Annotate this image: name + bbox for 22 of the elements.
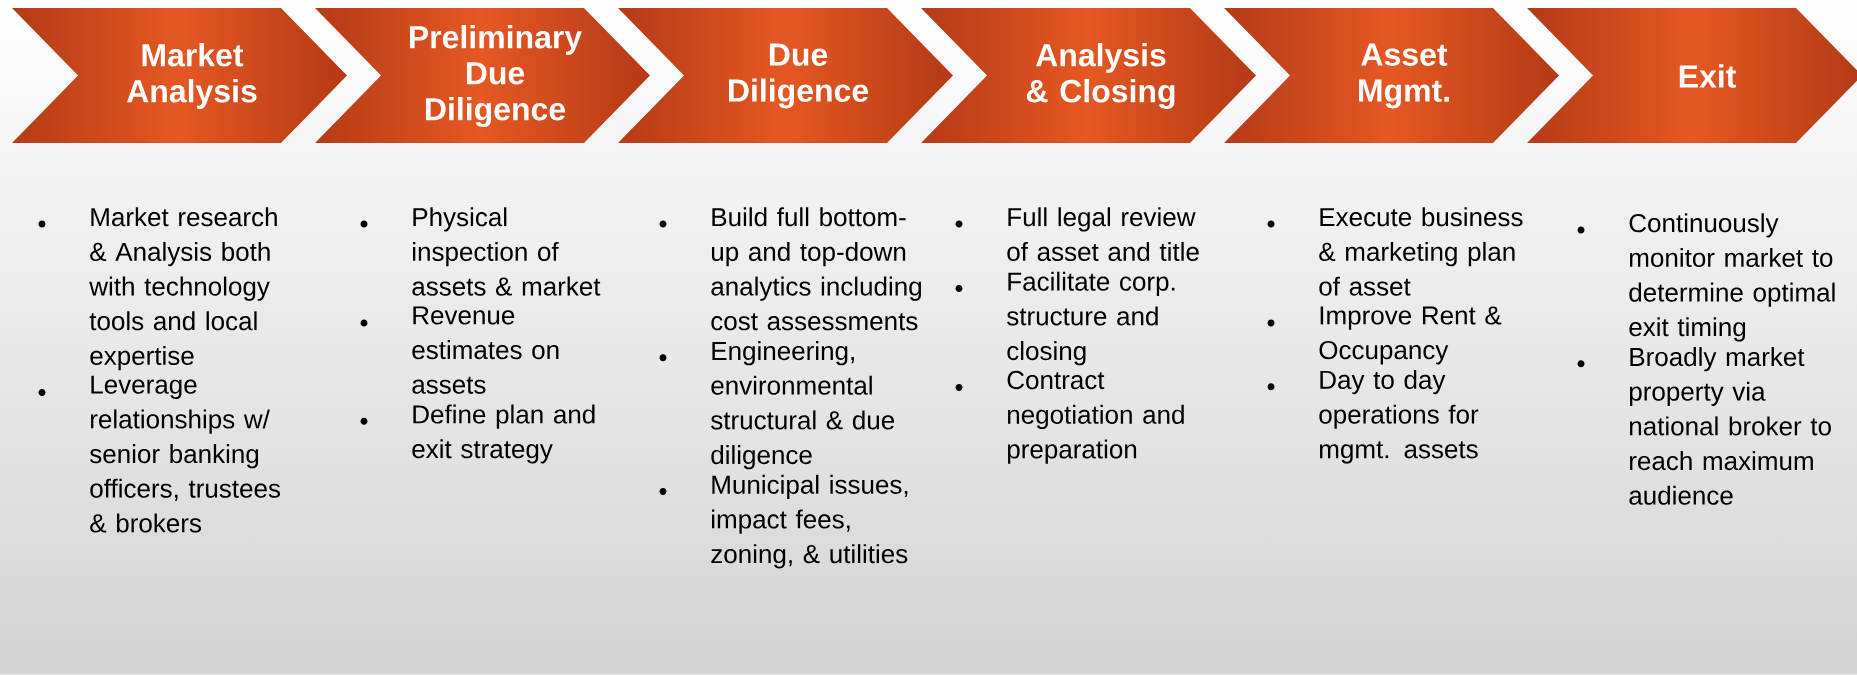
chevron-step: Market Analysis — [127, 43, 257, 109]
bullet-item: Facilitate corp. structure and closing — [1007, 271, 1175, 366]
bullet-item: Broadly market property via national broker to reach maximum audience — [1629, 347, 1831, 505]
bullet-item: Full legal review of asset and title — [1007, 207, 1199, 262]
bullet-item: Define plan and exit strategy — [412, 404, 595, 464]
chevron-step: Due Diligence — [729, 43, 869, 109]
bullet-item: Leverage relationships w/ senior banking officers, trustees & brokers — [90, 375, 281, 533]
bullet-item: Engineering, environmental structural & due diligence — [711, 341, 895, 470]
chevron-step: Preliminary Due Diligence — [410, 25, 582, 127]
bullet-item: Improve Rent & Occupancy — [1319, 306, 1502, 365]
chevron-step: Exit — [1679, 64, 1736, 88]
bullet-item: Day to day operations for mgmt. assets — [1319, 369, 1479, 464]
bullet-item: Build full bottom-up and top-down analytics including cost assessments — [711, 207, 921, 331]
bullet-item: Contract negotiation and preparation — [1007, 370, 1184, 464]
bullet-item: Municipal issues, impact fees, zoning, & utilities — [711, 474, 908, 569]
chevron-step: Analysis & Closing — [1026, 43, 1175, 109]
chevron-step: Asset Mgmt. — [1359, 43, 1449, 109]
bullet-item: Revenue estimates on assets — [412, 306, 559, 394]
bullet-item: Physical inspection of assets & market — [412, 207, 601, 296]
bullet-item: Continuously monitor market to determine optimal exit timing — [1629, 213, 1835, 342]
bullet-item: Market research & Analysis both with technology tools and local expertise — [89, 207, 277, 371]
bullet-item: Execute business & marketing plan of asset — [1319, 207, 1523, 296]
